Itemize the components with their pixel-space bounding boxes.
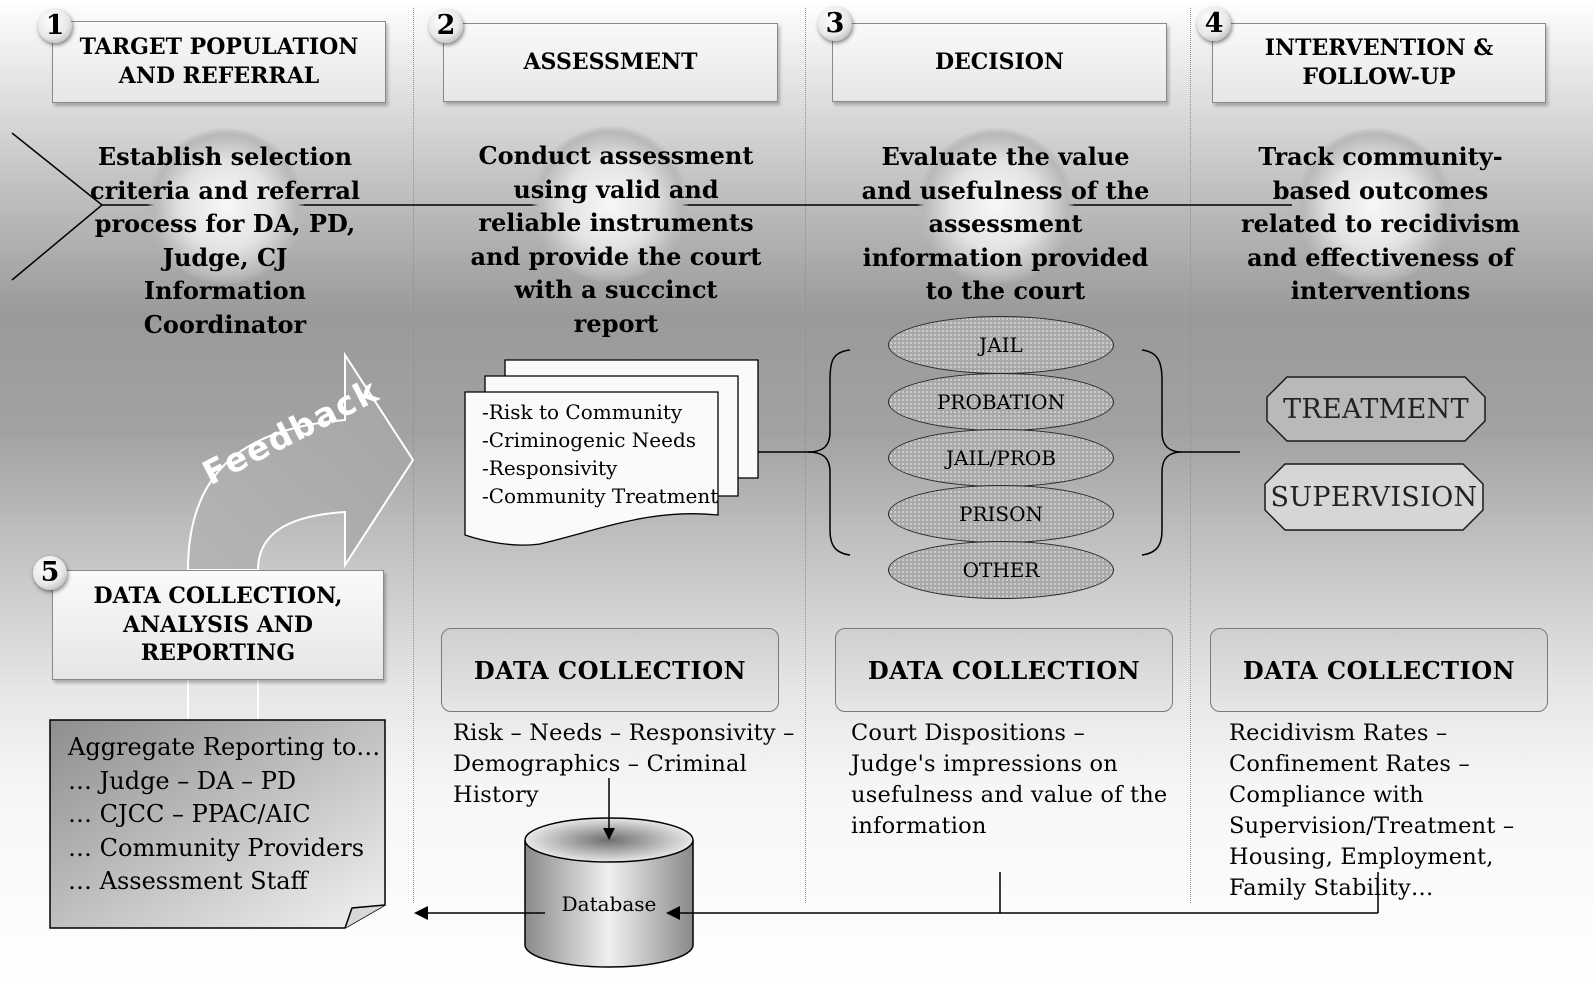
step-4-header: INTERVENTION & FOLLOW-UP [1212,23,1546,103]
aggregate-reporting-line: … Assessment Staff [68,867,308,895]
data-collection-label: DATA COLLECTION [1242,655,1516,685]
step-3-header: DECISION [832,23,1167,102]
step-1-badge: 1 [38,9,72,43]
report-item: -Responsivity [482,456,618,480]
decision-probation: PROBATION [888,373,1114,431]
arrow-left-icon [666,906,680,920]
step-4-badge: 4 [1197,7,1231,41]
left-brace [807,349,851,556]
arrow-left-icon [414,906,428,920]
step-4-title: INTERVENTION & FOLLOW-UP [1264,35,1494,90]
column-divider [413,8,414,903]
database-label: Database [561,892,657,916]
column-divider [805,8,806,903]
report-item: -Criminogenic Needs [482,428,697,452]
data-collection-label: DATA COLLECTION [473,655,747,685]
supervision-octagon [1264,463,1484,531]
right-brace [1141,349,1183,556]
aggregate-reporting-line: … Judge – DA – PD [68,766,297,795]
step-4-description: Track community-based outcomes related t… [1240,142,1521,305]
decision-jail-prob: JAIL/PROB [888,429,1114,487]
aggregate-reporting-list: Aggregate Reporting to… … Judge – DA – P… [68,731,380,899]
treatment-label: TREATMENT [1283,393,1469,425]
step-5-header: DATA COLLECTION, ANALYSIS AND REPORTING [52,570,384,680]
aggregate-reporting-line: … CJCC – PPAC/AIC [68,800,311,828]
decorative-sphere [918,128,1074,284]
aggregate-reporting-line: … Community Providers [68,833,365,862]
step-5-title: DATA COLLECTION, ANALYSIS AND REPORTING [93,583,343,667]
step-2-header: ASSESSMENT [443,23,778,102]
step-1-description: Establish selection criteria and referra… [90,142,360,339]
supervision-label: SUPERVISION [1270,481,1478,513]
decorative-sphere [148,128,304,284]
step-3-badge: 3 [818,7,852,41]
data-collection-box-assessment: DATA COLLECTION [441,628,779,712]
step-1-header: TARGET POPULATION AND REFERRAL [52,21,386,103]
data-collection-label: DATA COLLECTION [867,655,1141,685]
step-2-badge: 2 [429,9,463,43]
decorative-sphere [532,126,688,282]
report-document-icon [464,359,759,546]
report-items: -Risk to Community -Criminogenic Needs -… [482,398,718,510]
arrow-down-icon [603,828,615,840]
report-item: -Risk to Community [482,400,683,424]
decision-jail: JAIL [888,316,1114,374]
report-item: -Community Treatment [482,484,719,508]
decision-prison: PRISON [888,485,1114,543]
step-5-badge: 5 [33,556,67,590]
step-2-description: Conduct assessment using valid and relia… [470,141,762,338]
step-3-description: Evaluate the value and usefulness of the… [861,142,1150,305]
step-1-title: TARGET POPULATION AND REFERRAL [79,34,359,89]
decision-other: OTHER [888,541,1114,599]
data-collection-details-intervention: Recidivism Rates – Confinement Rates – C… [1229,720,1515,901]
step-3-title: DECISION [934,49,1065,76]
step-2-title: ASSESSMENT [523,49,698,76]
feedback-arrow-icon [186,351,415,571]
treatment-octagon [1266,376,1486,442]
decorative-sphere [1296,128,1452,284]
aggregate-reporting-line: Aggregate Reporting to… [68,733,381,761]
data-collection-details-decision: Court Dispositions – Judge's impressions… [851,720,1168,839]
data-collection-details-assessment: Risk – Needs – Responsivity – Demographi… [453,720,795,808]
column-divider [1190,8,1191,903]
data-collection-box-decision: DATA COLLECTION [835,628,1173,712]
data-collection-box-intervention: DATA COLLECTION [1210,628,1548,712]
